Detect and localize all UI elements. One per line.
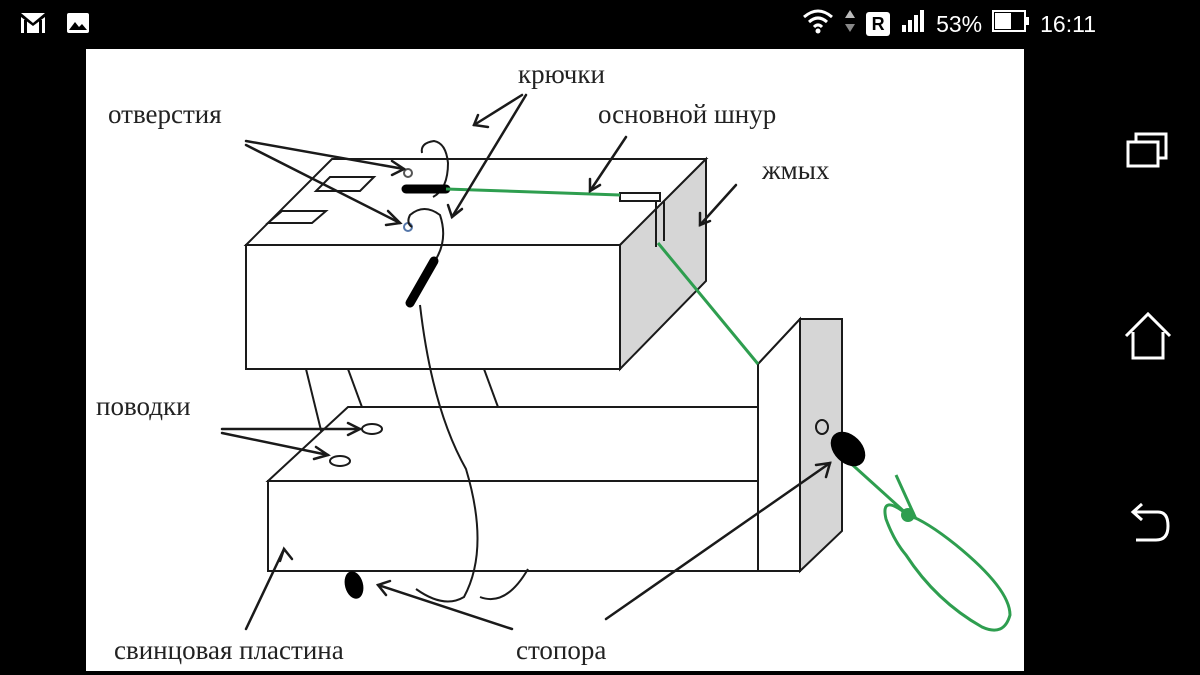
gmail-icon — [20, 12, 46, 39]
label-hooks: крючки — [518, 59, 605, 89]
home-icon — [1124, 311, 1172, 360]
back-button[interactable] — [1122, 496, 1174, 548]
back-leg — [483, 368, 499, 408]
navigation-bar — [1096, 48, 1200, 675]
knot — [901, 508, 915, 522]
arrow-hooks-2 — [450, 93, 528, 219]
gallery-icon — [66, 12, 90, 39]
label-lead-plate: свинцовая пластина — [114, 635, 344, 665]
label-bait: жмых — [761, 155, 830, 185]
stopper-right — [830, 431, 866, 467]
leader-line — [415, 304, 479, 603]
arrow-leaders-2 — [220, 431, 330, 457]
groove-1 — [313, 176, 377, 192]
slot-top — [619, 192, 661, 202]
tube-2 — [405, 256, 439, 308]
arrow-holes-1 — [244, 139, 406, 171]
roaming-badge-icon: R — [866, 12, 891, 36]
recent-apps-button[interactable] — [1122, 124, 1174, 176]
main-line-top — [445, 187, 621, 197]
clock: 16:11 — [1040, 10, 1096, 37]
hole-plate-2 — [329, 455, 351, 467]
main-line-side — [656, 242, 760, 365]
lead-plate-top — [265, 406, 759, 482]
back-icon — [1130, 502, 1170, 542]
data-arrows-icon — [844, 8, 856, 40]
label-holes: отверстия — [108, 99, 222, 129]
arrow-bait — [698, 183, 738, 227]
image-viewer[interactable]: крючки отверстия основной шнур жмых пово… — [86, 49, 1024, 671]
arrow-holes-2 — [244, 143, 402, 225]
leader-line-tail — [479, 568, 529, 601]
recent-apps-icon — [1126, 132, 1168, 168]
arrow-main-line — [588, 135, 628, 193]
label-main-line: основной шнур — [598, 99, 776, 129]
fishing-rig-diagram: крючки отверстия основной шнур жмых пово… — [96, 59, 1012, 665]
status-bar: R 53% 16:11 — [0, 0, 1200, 48]
label-stoppers: стопора — [516, 635, 606, 665]
battery-percent: 53% — [936, 10, 983, 37]
main-line-out — [844, 457, 910, 517]
wifi-icon — [802, 8, 834, 40]
hook-2 — [407, 208, 445, 260]
lead-plate-front — [267, 480, 759, 572]
groove-2 — [265, 210, 329, 224]
label-leaders: поводки — [96, 391, 191, 421]
signal-icon — [900, 9, 926, 39]
arrow-hooks-1 — [472, 93, 524, 127]
stopper-bottom — [344, 571, 364, 599]
hole-top-1 — [403, 168, 413, 178]
hole-post — [815, 419, 829, 435]
battery-icon — [992, 9, 1030, 39]
home-button[interactable] — [1122, 310, 1174, 362]
main-line-loop — [883, 503, 1012, 632]
top-block-side — [619, 156, 707, 372]
arrow-lead-plate — [244, 547, 286, 631]
arrow-stopper-bottom — [376, 583, 514, 631]
arrow-stopper-right — [604, 461, 832, 621]
